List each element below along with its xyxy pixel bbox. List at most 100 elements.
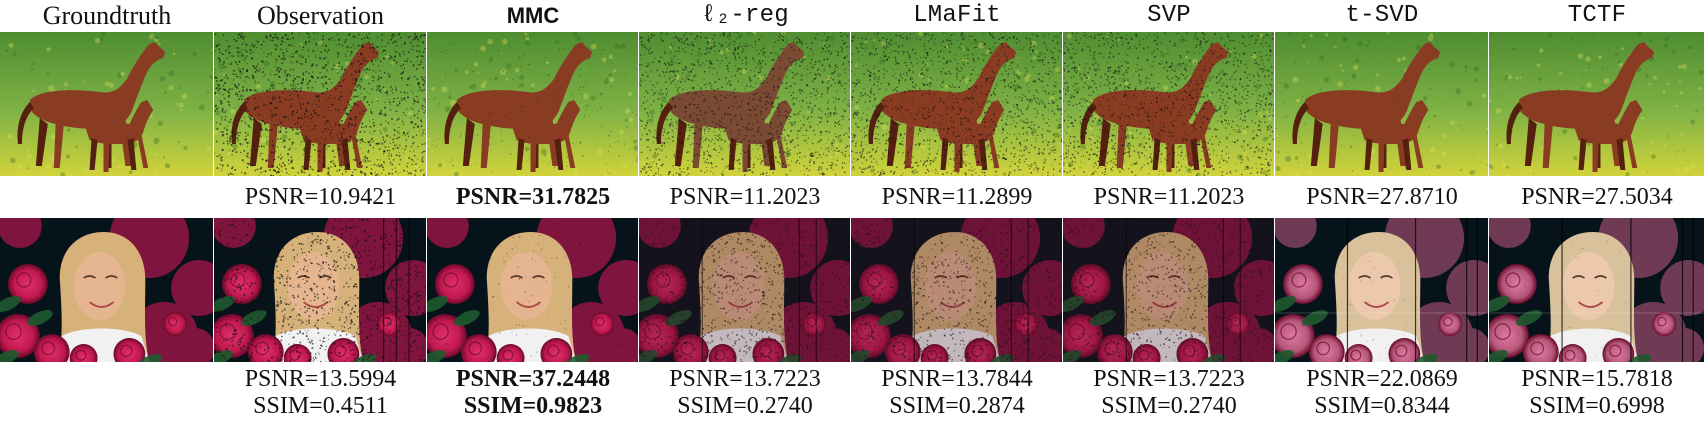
- girl-tctf-image: [1489, 218, 1704, 362]
- leaves: [1275, 295, 1438, 362]
- girl-l2reg-image: [639, 218, 850, 362]
- horse-svp-image: [1063, 32, 1274, 176]
- psnr-value: PSNR=10.9421: [244, 183, 397, 210]
- psnr-value: PSNR=13.7223: [669, 365, 821, 392]
- psnr-value: PSNR=31.7825: [455, 183, 611, 210]
- column-header: ℓ₂-reg: [701, 2, 789, 29]
- psnr-value: PSNR=37.2448: [455, 365, 611, 392]
- horse-foal: [1360, 100, 1429, 172]
- horse-observation-image: [214, 32, 426, 176]
- noise-overlay: [1275, 32, 1488, 170]
- ssim-value: SSIM=0.2874: [889, 392, 1025, 419]
- result-image-cell: [851, 32, 1063, 176]
- girl-lmafit-image: [851, 218, 1062, 362]
- noise-overlay: [214, 218, 426, 362]
- ssim-value: SSIM=0.9823: [463, 392, 603, 419]
- horse-foal: [1574, 100, 1643, 172]
- metric-caption: PSNR=11.2899: [851, 176, 1063, 218]
- noise-overlay: [427, 218, 638, 362]
- psnr-value: PSNR=27.5034: [1521, 183, 1673, 210]
- horse-tsvd-image: [1275, 32, 1488, 176]
- noise-overlay: [639, 218, 850, 362]
- ssim-value: SSIM=0.2740: [1101, 392, 1237, 419]
- horse-tctf-image: [1489, 32, 1704, 176]
- result-image-cell: [1489, 218, 1705, 362]
- result-image-cell: [1489, 32, 1705, 176]
- girl-mmc-image: [427, 218, 638, 362]
- metric-caption: [0, 176, 214, 218]
- horse-lmafit-image: [851, 32, 1062, 176]
- psnr-value: PSNR=27.8710: [1306, 183, 1458, 210]
- psnr-value: PSNR=11.2899: [881, 183, 1033, 210]
- psnr-value: PSNR=13.5994: [244, 365, 397, 392]
- leaves: [0, 295, 163, 362]
- psnr-value: PSNR=11.2023: [1093, 183, 1245, 210]
- result-image-cell: [427, 32, 639, 176]
- result-image-cell: [427, 218, 639, 362]
- horse-foal: [85, 100, 154, 172]
- result-image-cell: [0, 32, 214, 176]
- column-header: LMaFit: [913, 2, 1001, 29]
- girl-portrait: [482, 232, 577, 362]
- pink-bokeh: [851, 218, 1062, 362]
- horse-groundtruth-image: [0, 32, 213, 176]
- result-image-cell: [214, 218, 427, 362]
- metric-caption: PSNR=27.5034: [1489, 176, 1705, 218]
- horse-l2reg-image: [639, 32, 850, 176]
- girl-groundtruth-image: [0, 218, 213, 362]
- noise-overlay: [1063, 218, 1274, 362]
- result-image-cell: [0, 218, 214, 362]
- metric-caption: PSNR=11.2023: [639, 176, 851, 218]
- rose-flowers: [427, 264, 615, 362]
- column-header: MMC: [506, 3, 560, 28]
- leaves: [639, 295, 802, 362]
- noise-overlay: [214, 32, 426, 176]
- column-header: TCTF: [1567, 2, 1627, 29]
- leaves: [1489, 295, 1652, 362]
- result-image-cell: [1275, 218, 1489, 362]
- leaves: [427, 295, 590, 362]
- leaves: [214, 295, 377, 362]
- result-image-cell: [214, 32, 427, 176]
- metric-caption: PSNR=27.8710: [1275, 176, 1489, 218]
- artifact-lines: [383, 218, 410, 362]
- ssim-value: SSIM=0.4511: [253, 392, 388, 419]
- column-header: Groundtruth: [42, 1, 172, 30]
- artifact-lines: [913, 218, 1029, 362]
- psnr-value: PSNR=13.7844: [881, 365, 1033, 392]
- metric-caption: [0, 362, 214, 423]
- ssim-value: SSIM=0.8344: [1314, 392, 1450, 419]
- girl-tsvd-image: [1275, 218, 1488, 362]
- column-header: t-SVD: [1345, 2, 1419, 29]
- artifact-lines: [1346, 218, 1478, 362]
- artifact-lines: [701, 218, 817, 362]
- pink-bokeh: [0, 218, 213, 362]
- column-header: Observation: [256, 1, 385, 30]
- artifact-lines: [1125, 218, 1241, 362]
- noise-overlay: [428, 35, 638, 176]
- metric-caption: PSNR=31.7825: [427, 176, 639, 218]
- metric-caption: PSNR=10.9421: [214, 176, 427, 218]
- metric-caption: PSNR=11.2023: [1063, 176, 1275, 218]
- horse-mmc-image: [427, 32, 638, 176]
- ssim-value: SSIM=0.6998: [1529, 392, 1665, 419]
- noise-overlay: [1489, 218, 1703, 361]
- girl-observation-image: [214, 218, 426, 362]
- result-image-cell: [1275, 32, 1489, 176]
- noise-overlay: [851, 32, 1062, 176]
- psnr-value: PSNR=11.2023: [669, 183, 821, 210]
- horse-foal: [512, 100, 581, 172]
- artifact-lines: [1561, 218, 1694, 362]
- horse-foal: [1148, 100, 1217, 172]
- psnr-value: PSNR=13.7223: [1093, 365, 1245, 392]
- column-header: SVP: [1147, 2, 1191, 29]
- girl-svp-image: [1063, 218, 1274, 362]
